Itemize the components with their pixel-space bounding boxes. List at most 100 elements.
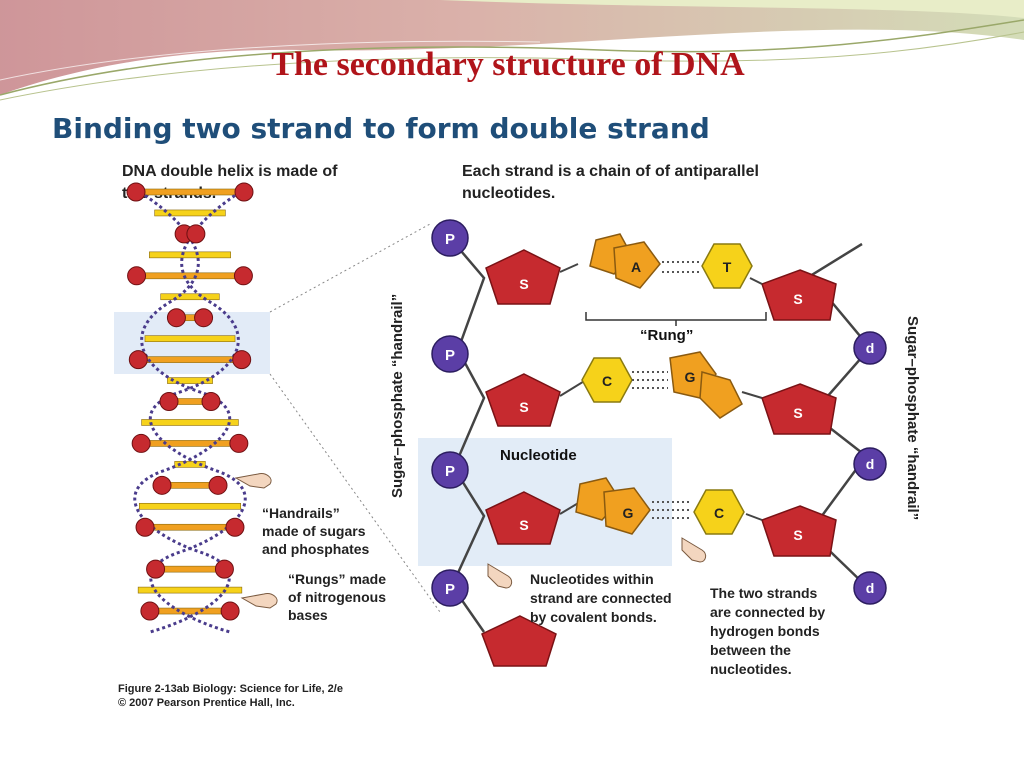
helix-rung — [149, 251, 231, 259]
slide-title: The secondary structure of DNA — [271, 46, 745, 83]
helix-rung — [146, 523, 234, 531]
purine-ring — [603, 487, 651, 535]
purine-ring — [699, 371, 743, 419]
rung-bracket — [585, 312, 767, 326]
header-banner-decoration — [0, 0, 1024, 101]
rungs-callout-2: of nitrogenous — [288, 589, 386, 605]
helix-rung — [151, 607, 229, 615]
helix-sugar-ball — [234, 182, 254, 202]
rungs-callout-3: bases — [288, 607, 328, 623]
helix-rung — [144, 335, 236, 342]
pyrimidine-ring — [701, 243, 753, 289]
right-handrail-label: Sugar–phosphate “handrail” — [904, 316, 921, 520]
svg-text:S: S — [519, 517, 528, 533]
pointing-hand-icon — [240, 593, 278, 609]
svg-text:P: P — [445, 231, 455, 248]
covalent-callout-1: Nucleotides within — [530, 571, 654, 587]
svg-text:d: d — [866, 456, 875, 472]
helix-rung — [138, 272, 242, 280]
helix-sugar-ball — [159, 392, 179, 412]
hydrogen-callout-3: hydrogen bonds — [710, 623, 820, 639]
pointing-hand-icon — [234, 473, 272, 489]
svg-text:S: S — [793, 291, 802, 307]
base-pair-row: G C — [575, 477, 745, 535]
helix-sugar-ball — [140, 601, 160, 621]
helix-sugar-ball — [146, 559, 166, 579]
base-letter: G — [685, 369, 696, 385]
deoxy-group: d — [853, 571, 887, 605]
covalent-callout-2: strand are connected — [530, 590, 672, 606]
covalent-callout-3: by covalent bonds. — [530, 609, 657, 625]
helix-sugar-ball — [232, 350, 252, 370]
sugar-pentagon: S — [761, 505, 837, 557]
helix-sugar-ball — [201, 392, 221, 412]
helix-rung — [139, 502, 241, 510]
helix-rung — [142, 440, 238, 447]
slide-subtitle: Binding two strand to form double strand — [52, 112, 710, 145]
svg-text:d: d — [866, 580, 875, 596]
helix-sugar-ball — [135, 517, 155, 537]
sugar-pentagon: S — [761, 383, 837, 435]
sugar-pentagon — [481, 615, 557, 667]
deoxy-group: d — [853, 447, 887, 481]
helix-sugar-ball — [127, 266, 147, 286]
helix-sugar-ball — [126, 182, 146, 202]
base-pair-row: C G — [581, 351, 743, 419]
helix-sugar-ball — [166, 308, 186, 328]
nucleotide-label: Nucleotide — [500, 447, 577, 464]
helix-sugar-ball — [229, 433, 249, 453]
svg-text:S: S — [519, 276, 528, 292]
base-letter: T — [723, 259, 732, 275]
figure-caption-line2: © 2007 Pearson Prentice Hall, Inc. — [118, 697, 295, 709]
helix-sugar-ball — [233, 266, 253, 286]
helix-rung — [160, 293, 220, 301]
helix-rung — [167, 377, 213, 384]
zoom-line-top — [269, 223, 431, 313]
helix-sugar-ball — [214, 559, 234, 579]
helix-sugar-ball — [225, 517, 245, 537]
phosphate-group: P — [431, 569, 469, 607]
helix-rung — [174, 461, 206, 468]
base-letter: A — [631, 259, 641, 275]
purine-ring — [613, 241, 661, 289]
sugar-pentagon: S — [761, 269, 837, 321]
svg-text:S: S — [793, 405, 802, 421]
svg-text:S: S — [519, 399, 528, 415]
deoxy-group: d — [853, 331, 887, 365]
svg-text:P: P — [445, 347, 455, 364]
rung-label: “Rung” — [640, 327, 693, 344]
helix-rung — [163, 482, 217, 489]
handrails-callout-1: “Handrails” — [262, 505, 340, 521]
helix-rung — [137, 188, 243, 196]
helix-sugar-ball — [194, 308, 214, 328]
helix-sugar-ball — [186, 224, 206, 244]
rungs-callout-1: “Rungs” made — [288, 571, 386, 587]
svg-text:P: P — [445, 581, 455, 598]
helix-rung — [157, 565, 223, 573]
handrails-callout-3: and phosphates — [262, 541, 370, 557]
pointing-hand-icon — [681, 537, 707, 563]
phosphate-group: P — [431, 451, 469, 489]
pyrimidine-ring — [693, 489, 745, 535]
figure-caption-line1: Figure 2-13ab Biology: Science for Life,… — [118, 683, 343, 695]
hydrogen-callout-1: The two strands — [710, 585, 818, 601]
sugar-pentagon: S — [485, 491, 561, 545]
base-pair-row: A T — [589, 233, 753, 289]
helix-rung — [154, 209, 226, 217]
phosphate-group: P — [431, 219, 469, 257]
svg-text:P: P — [445, 463, 455, 480]
base-letter: C — [714, 505, 724, 521]
left-heading-line1: DNA double helix is made of — [122, 163, 338, 180]
dna-diagram: DNA double helix is made of two strands.… — [110, 152, 932, 712]
hydrogen-callout-4: between the — [710, 642, 791, 658]
helix-rung — [141, 419, 239, 426]
phosphate-group: P — [431, 335, 469, 373]
pyrimidine-ring — [581, 357, 633, 403]
helix-sugar-ball — [128, 350, 148, 370]
left-handrail-label: Sugar–phosphate “handrail” — [389, 294, 406, 498]
hydrogen-callout-5: nucleotides. — [710, 661, 792, 677]
helix-rung — [140, 356, 240, 363]
base-letter: G — [623, 505, 634, 521]
sugar-pentagon: S — [485, 249, 561, 305]
